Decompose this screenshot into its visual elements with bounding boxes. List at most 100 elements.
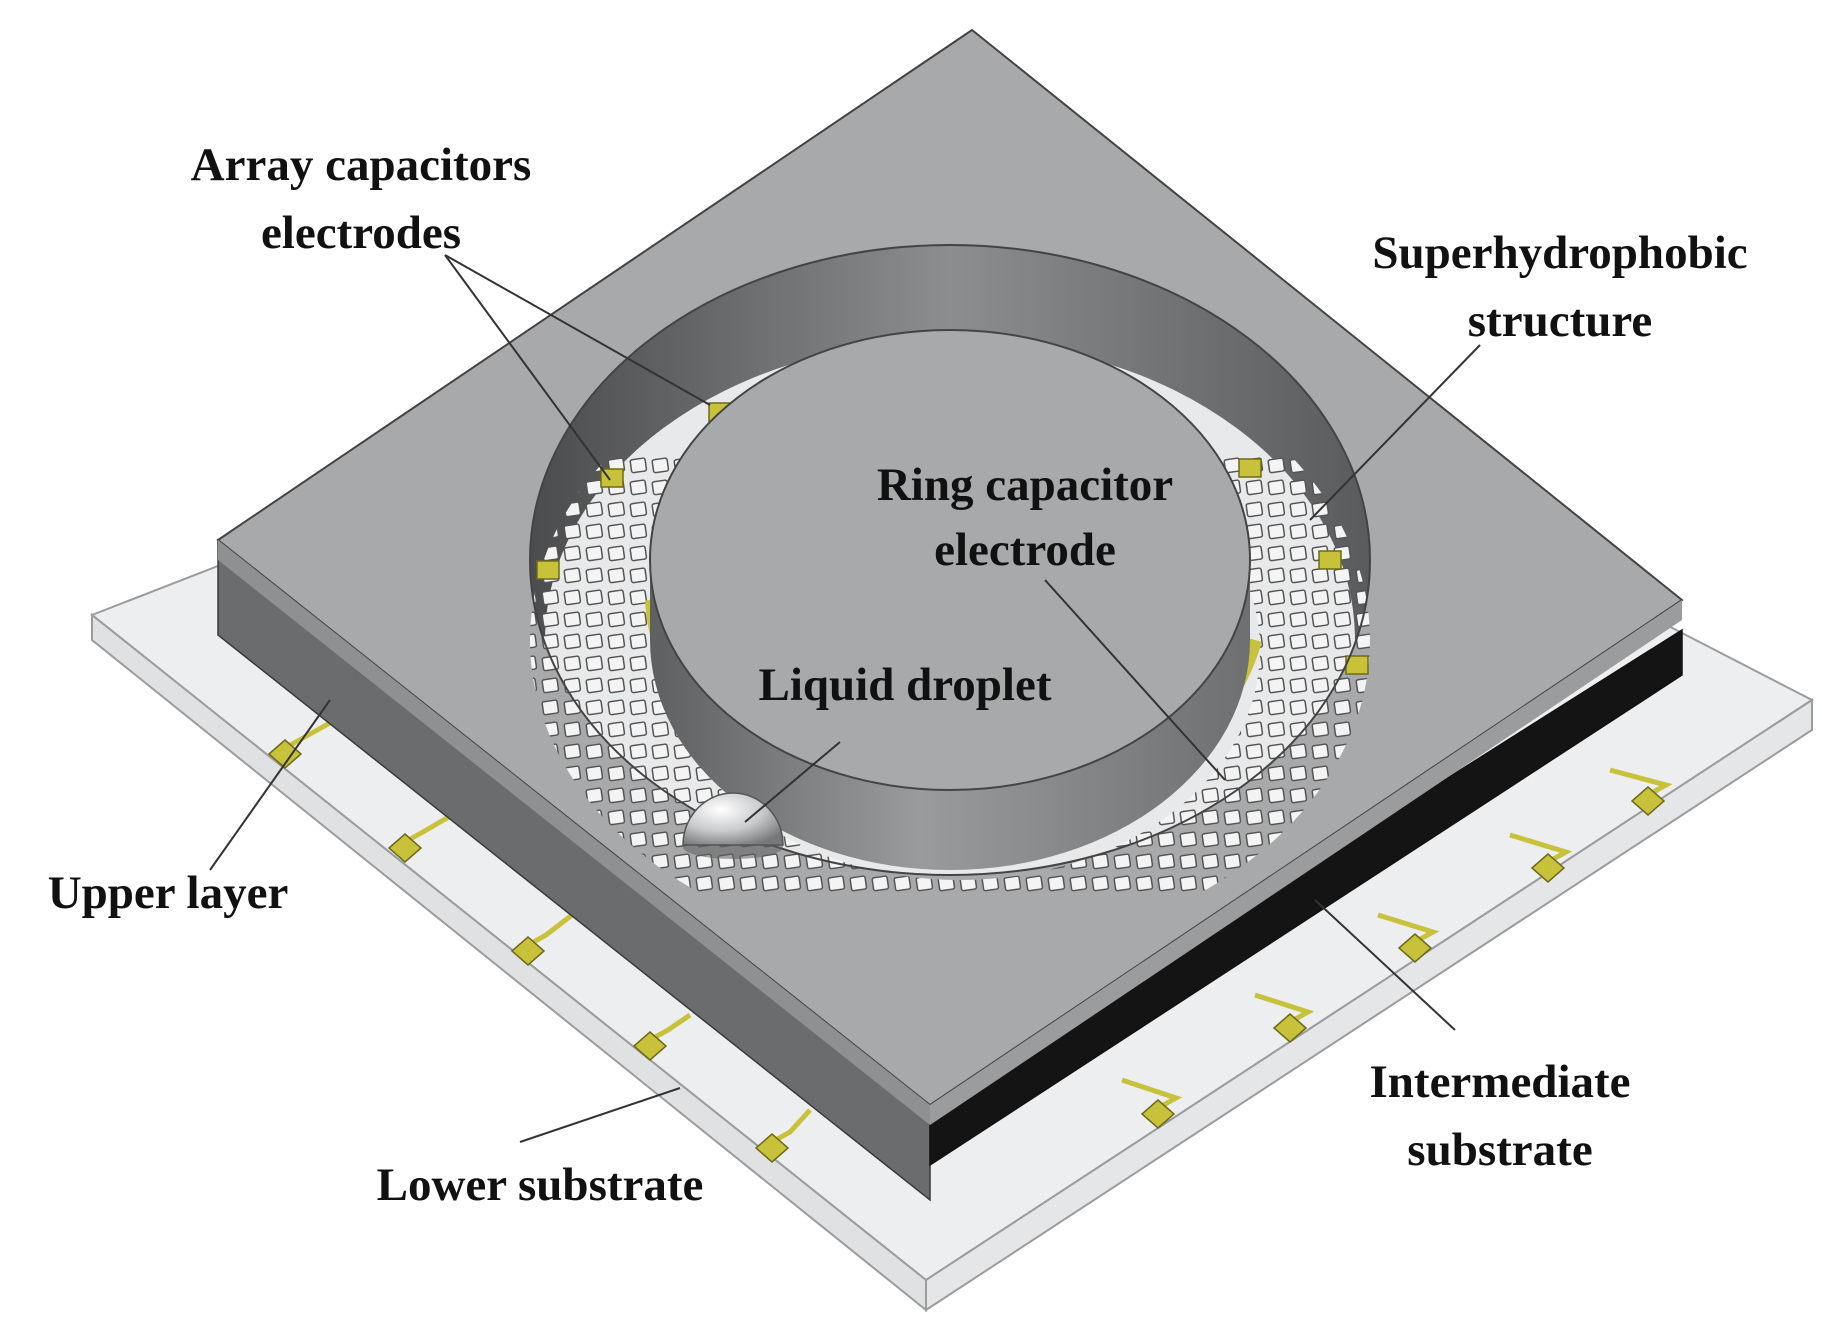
grid-cell bbox=[563, 655, 582, 672]
liquid-droplet bbox=[682, 792, 784, 859]
grid-cell bbox=[1245, 743, 1264, 760]
grid-cell bbox=[1289, 633, 1308, 650]
grid-cell bbox=[629, 501, 648, 518]
grid-cell bbox=[783, 875, 802, 892]
grid-cell bbox=[1289, 655, 1308, 672]
grid-cell bbox=[585, 699, 604, 716]
grid-cell bbox=[673, 765, 692, 782]
grid-cell bbox=[629, 655, 648, 672]
grid-cell bbox=[607, 721, 626, 738]
grid-cell bbox=[585, 501, 604, 518]
grid-cell bbox=[629, 699, 648, 716]
grid-cell bbox=[651, 809, 670, 826]
grid-cell bbox=[629, 523, 648, 540]
grid-cell bbox=[585, 633, 604, 650]
grid-cell bbox=[1025, 875, 1044, 892]
grid-cell bbox=[629, 787, 648, 804]
grid-cell bbox=[1289, 479, 1308, 496]
grid-cell bbox=[629, 743, 648, 760]
grid-cell bbox=[1157, 875, 1176, 892]
grid-cell bbox=[629, 677, 648, 694]
grid-cell bbox=[585, 567, 604, 584]
grid-cell bbox=[651, 831, 670, 848]
grid-cell bbox=[1267, 677, 1286, 694]
grid-cell bbox=[1267, 743, 1286, 760]
grid-cell bbox=[695, 875, 714, 892]
grid-cell bbox=[1289, 501, 1308, 518]
grid-cell bbox=[585, 743, 604, 760]
grid-cell bbox=[585, 545, 604, 562]
grid-cell bbox=[563, 743, 582, 760]
grid-cell bbox=[607, 523, 626, 540]
grid-cell bbox=[607, 699, 626, 716]
array-electrode bbox=[1318, 550, 1342, 570]
contact-pad bbox=[754, 1133, 790, 1163]
label-liquid-droplet: Liquid droplet bbox=[759, 659, 1052, 711]
grid-cell bbox=[629, 545, 648, 562]
grid-cell bbox=[1311, 589, 1330, 606]
array-electrode bbox=[536, 560, 560, 580]
grid-cell bbox=[1047, 875, 1066, 892]
grid-cell bbox=[651, 853, 670, 870]
grid-cell bbox=[629, 457, 648, 474]
grid-cell bbox=[1223, 831, 1242, 848]
grid-cell bbox=[541, 677, 560, 694]
grid-cell bbox=[1311, 567, 1330, 584]
grid-cell bbox=[1333, 677, 1352, 694]
grid-cell bbox=[1157, 853, 1176, 870]
grid-cell bbox=[585, 787, 604, 804]
grid-cell bbox=[1267, 545, 1286, 562]
grid-cell bbox=[651, 743, 670, 760]
grid-cell bbox=[585, 589, 604, 606]
grid-cell bbox=[1157, 831, 1176, 848]
grid-cell bbox=[1267, 479, 1286, 496]
label-intermediate-2: substrate bbox=[1407, 1124, 1592, 1176]
label-lower-substrate: Lower substrate bbox=[377, 1159, 704, 1211]
grid-cell bbox=[1245, 787, 1264, 804]
grid-cell bbox=[629, 765, 648, 782]
grid-cell bbox=[1289, 567, 1308, 584]
grid-cell bbox=[1113, 875, 1132, 892]
grid-cell bbox=[1003, 875, 1022, 892]
grid-cell bbox=[1267, 611, 1286, 628]
grid-cell bbox=[563, 589, 582, 606]
grid-cell bbox=[1223, 809, 1242, 826]
grid-cell bbox=[1267, 655, 1286, 672]
contact-pad bbox=[632, 1031, 668, 1061]
grid-cell bbox=[651, 787, 670, 804]
grid-cell bbox=[607, 787, 626, 804]
labels: Array capacitors electrodes Superhydroph… bbox=[48, 139, 1748, 1211]
contact-pad bbox=[1397, 933, 1433, 963]
grid-cell bbox=[1267, 721, 1286, 738]
grid-cell bbox=[1201, 853, 1220, 870]
electrode-pads-left bbox=[267, 717, 812, 1163]
grid-cell bbox=[541, 589, 560, 606]
grid-cell bbox=[1267, 787, 1286, 804]
grid-cell bbox=[673, 853, 692, 870]
contact-pad bbox=[1530, 853, 1566, 883]
grid-cell bbox=[585, 523, 604, 540]
grid-cell bbox=[1289, 743, 1308, 760]
grid-cell bbox=[1245, 809, 1264, 826]
grid-cell bbox=[717, 875, 736, 892]
grid-cell bbox=[827, 875, 846, 892]
grid-cell bbox=[607, 677, 626, 694]
grid-cell bbox=[761, 875, 780, 892]
grid-cell bbox=[1267, 765, 1286, 782]
label-intermediate: Intermediate bbox=[1369, 1056, 1630, 1108]
grid-cell bbox=[651, 765, 670, 782]
grid-cell bbox=[629, 589, 648, 606]
grid-cell bbox=[1135, 875, 1154, 892]
grid-cell bbox=[607, 611, 626, 628]
label-superhydrophobic: Superhydrophobic bbox=[1372, 227, 1747, 279]
grid-cell bbox=[563, 567, 582, 584]
label-superhydrophobic-2: structure bbox=[1468, 295, 1652, 347]
grid-cell bbox=[1311, 743, 1330, 760]
grid-cell bbox=[1135, 853, 1154, 870]
grid-cell bbox=[1267, 567, 1286, 584]
grid-cell bbox=[1333, 611, 1352, 628]
contact-pad bbox=[267, 739, 303, 769]
grid-cell bbox=[1223, 853, 1242, 870]
grid-cell bbox=[1311, 633, 1330, 650]
grid-cell bbox=[607, 501, 626, 518]
